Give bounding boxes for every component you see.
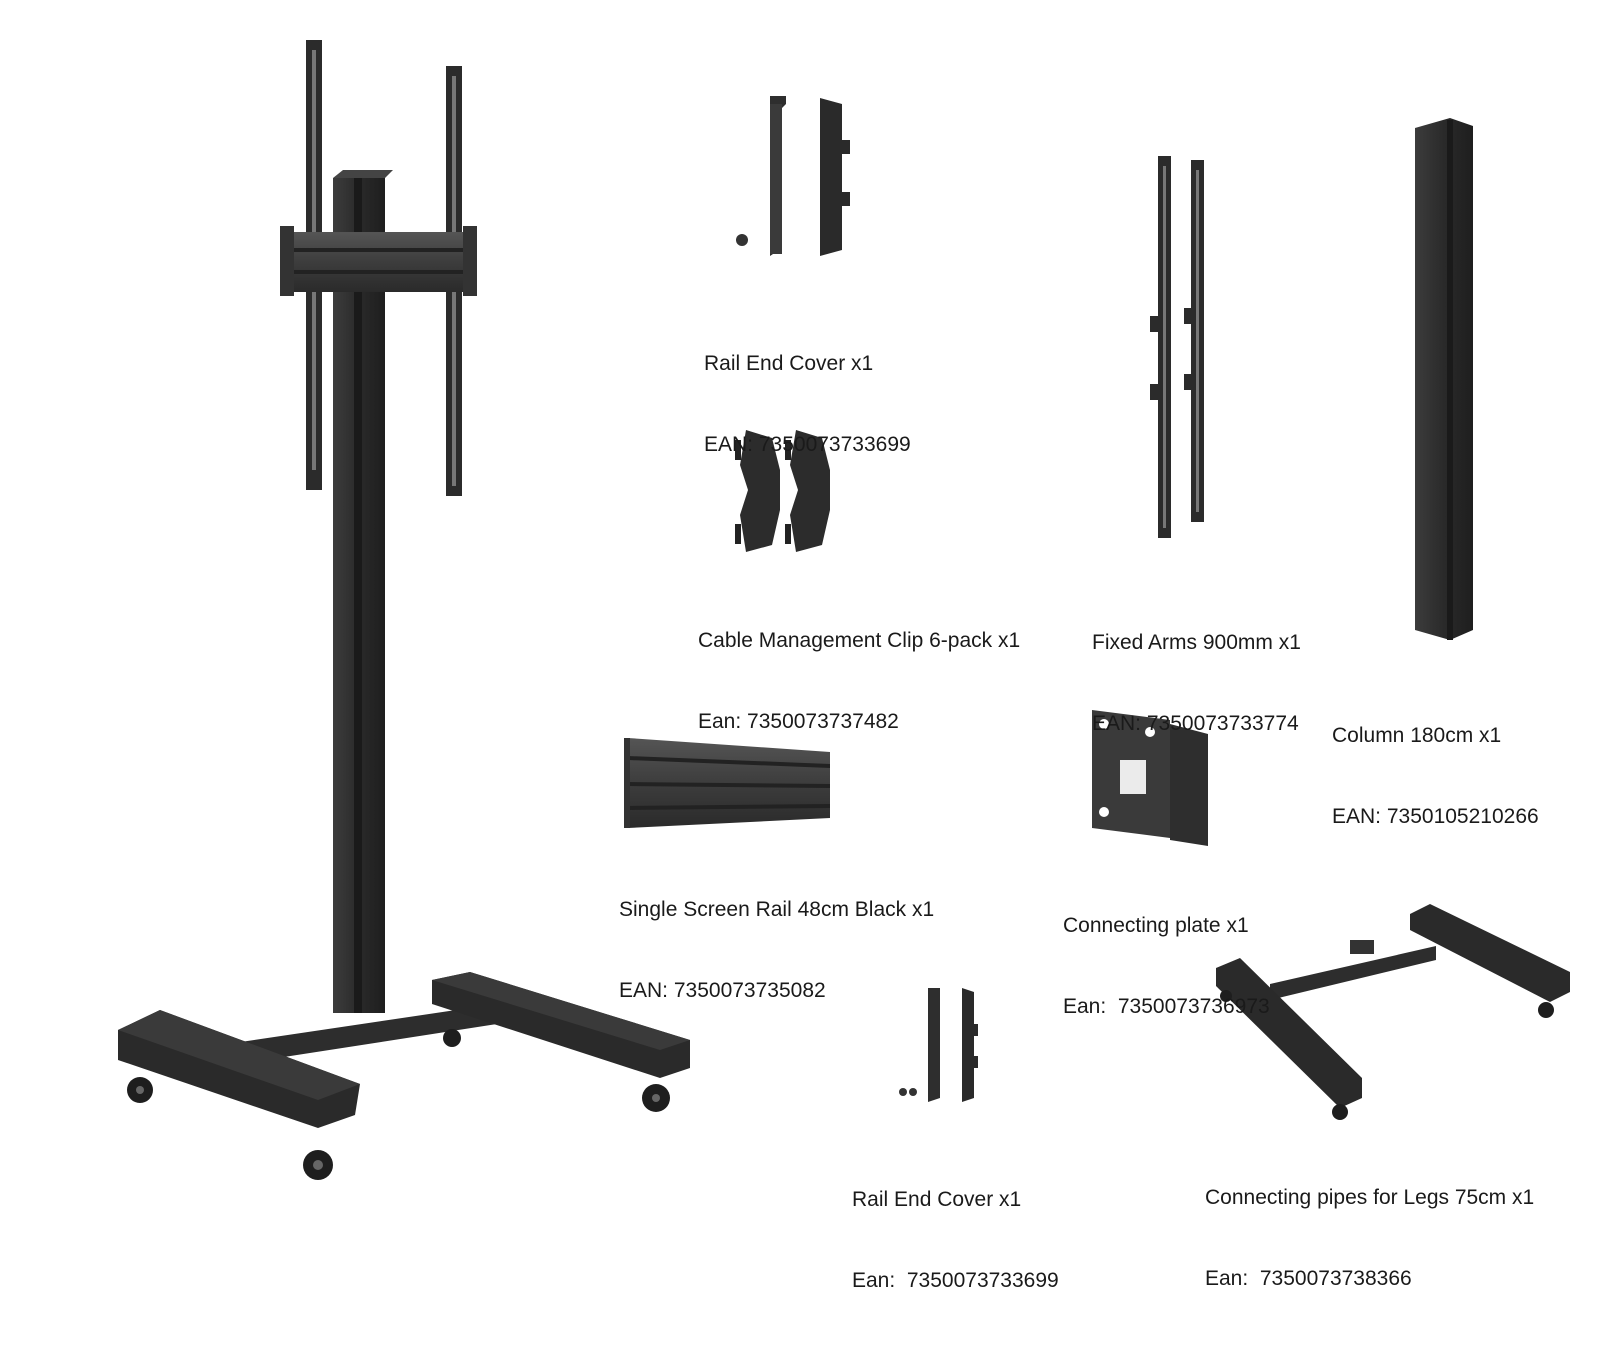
cable-clip-label: Cable Management Clip 6-pack x1 Ean: 735… xyxy=(698,573,1020,789)
single-screen-rail-image xyxy=(624,738,830,828)
part-ean: Ean: 7350073733699 xyxy=(852,1269,1059,1292)
part-ean: EAN: 7350105210266 xyxy=(1332,805,1539,828)
part-name: Rail End Cover x1 xyxy=(852,1188,1022,1211)
part-name: Cable Management Clip 6-pack x1 xyxy=(698,629,1021,652)
fixed-arms-label: Fixed Arms 900mm x1 EAN: 7350073733774 xyxy=(1092,575,1301,791)
part-name: Rail End Cover x1 xyxy=(704,352,874,375)
fixed-arms-image xyxy=(1150,156,1204,538)
part-ean: EAN: 7350073735082 xyxy=(619,979,826,1002)
screen-rail-label: Single Screen Rail 48cm Black x1 EAN: 73… xyxy=(619,842,934,1058)
parts-illustration xyxy=(118,40,1570,1180)
connecting-plate-image xyxy=(1092,710,1208,846)
assembled-floor-stand-image xyxy=(118,40,690,1180)
rail-end-cover-top-label: Rail End Cover x1 EAN: 7350073733699 xyxy=(704,296,911,512)
part-name: Connecting pipes for Legs 75cm x1 xyxy=(1205,1186,1535,1209)
connecting-pipes-image xyxy=(1216,904,1570,1120)
part-name: Column 180cm x1 xyxy=(1332,724,1502,747)
part-ean: EAN: 7350073733774 xyxy=(1092,712,1299,735)
rail-end-cover-top-image xyxy=(736,96,850,256)
part-name: Fixed Arms 900mm x1 xyxy=(1092,631,1301,654)
part-name: Single Screen Rail 48cm Black x1 xyxy=(619,898,935,921)
part-ean: Ean: 7350073736973 xyxy=(1063,995,1270,1018)
product-parts-sheet: Rail End Cover x1 EAN: 7350073733699 Cab… xyxy=(118,40,1570,1292)
rail-end-cover-bottom-label: Rail End Cover x1 Ean: 7350073733699 xyxy=(852,1132,1059,1348)
part-ean: Ean: 7350073738366 xyxy=(1205,1267,1412,1290)
part-ean: Ean: 7350073737482 xyxy=(698,710,899,733)
connecting-pipes-label: Connecting pipes for Legs 75cm x1 Ean: 7… xyxy=(1205,1130,1534,1346)
part-name: Connecting plate x1 xyxy=(1063,914,1249,937)
connecting-plate-label: Connecting plate x1 Ean: 7350073736973 xyxy=(1063,858,1270,1074)
part-ean: EAN: 7350073733699 xyxy=(704,433,911,456)
cable-management-clip-image xyxy=(735,430,830,552)
rail-end-cover-bottom-image xyxy=(899,988,978,1102)
column-image xyxy=(1415,118,1473,640)
column-label: Column 180cm x1 EAN: 7350105210266 xyxy=(1332,668,1539,884)
